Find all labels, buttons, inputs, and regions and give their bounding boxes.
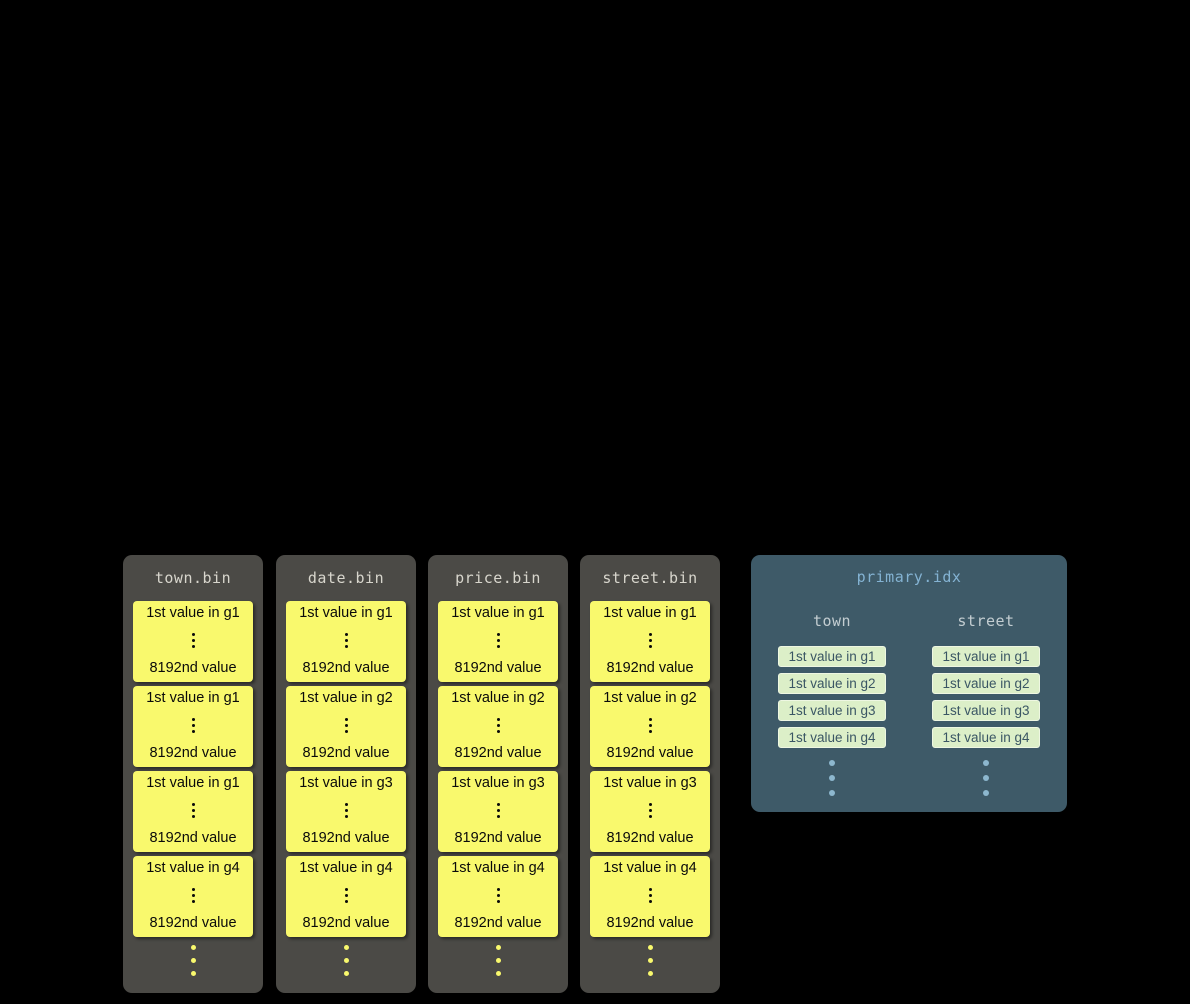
index-entry: 1st value in g2: [778, 673, 886, 694]
granule-block: 1st value in g4 8192nd value: [590, 856, 710, 937]
granule-last-value: 8192nd value: [606, 830, 694, 846]
granule-first-value: 1st value in g1: [603, 605, 697, 621]
granule-first-value: 1st value in g3: [299, 775, 393, 791]
index-entry: 1st value in g2: [932, 673, 1040, 694]
granule-block: 1st value in g1 8192nd value: [590, 601, 710, 682]
granule-last-value: 8192nd value: [606, 745, 694, 761]
granule-first-value: 1st value in g1: [146, 605, 240, 621]
bin-file-town: town.bin 1st value in g1 8192nd value 1s…: [123, 555, 263, 993]
granule-block: 1st value in g1 8192nd value: [133, 686, 253, 767]
primary-index-title: primary.idx: [856, 568, 962, 586]
more-granules-ellipsis-icon: [428, 945, 568, 976]
granule-first-value: 1st value in g1: [299, 605, 393, 621]
vertical-ellipsis-icon: [344, 718, 348, 733]
bin-file-title: date.bin: [307, 569, 385, 587]
vertical-ellipsis-icon: [496, 803, 500, 818]
granule-block: 1st value in g1 8192nd value: [133, 601, 253, 682]
index-entry: 1st value in g1: [778, 646, 886, 667]
granule-block: 1st value in g1 8192nd value: [286, 601, 406, 682]
granule-first-value: 1st value in g4: [299, 860, 393, 876]
vertical-ellipsis-icon: [191, 803, 195, 818]
granule-block: 1st value in g4 8192nd value: [438, 856, 558, 937]
granule-block: 1st value in g1 8192nd value: [133, 771, 253, 852]
vertical-ellipsis-icon: [648, 888, 652, 903]
vertical-ellipsis-icon: [191, 718, 195, 733]
granule-last-value: 8192nd value: [606, 915, 694, 931]
bin-file-title: price.bin: [455, 569, 541, 587]
granule-first-value: 1st value in g1: [146, 775, 240, 791]
bin-file-price: price.bin 1st value in g1 8192nd value 1…: [428, 555, 568, 993]
vertical-ellipsis-icon: [344, 633, 348, 648]
granule-last-value: 8192nd value: [302, 745, 390, 761]
granule-block: 1st value in g2 8192nd value: [438, 686, 558, 767]
granule-last-value: 8192nd value: [302, 660, 390, 676]
vertical-ellipsis-icon: [344, 888, 348, 903]
granule-first-value: 1st value in g4: [451, 860, 545, 876]
index-column-header: town: [812, 612, 852, 630]
bin-file-street: street.bin 1st value in g1 8192nd value …: [580, 555, 720, 993]
granule-first-value: 1st value in g4: [146, 860, 240, 876]
index-entry: 1st value in g3: [778, 700, 886, 721]
index-entry: 1st value in g4: [932, 727, 1040, 748]
vertical-ellipsis-icon: [496, 633, 500, 648]
granule-block: 1st value in g1 8192nd value: [438, 601, 558, 682]
granule-last-value: 8192nd value: [454, 745, 542, 761]
granule-last-value: 8192nd value: [149, 915, 237, 931]
vertical-ellipsis-icon: [648, 633, 652, 648]
bin-file-title: town.bin: [154, 569, 232, 587]
index-column-header: street: [957, 612, 1015, 630]
primary-index-file: primary.idx town 1st value in g1 1st val…: [751, 555, 1067, 812]
index-column-town: town 1st value in g1 1st value in g2 1st…: [777, 612, 887, 796]
granule-first-value: 1st value in g3: [451, 775, 545, 791]
vertical-ellipsis-icon: [496, 718, 500, 733]
index-entry: 1st value in g3: [932, 700, 1040, 721]
granule-last-value: 8192nd value: [149, 745, 237, 761]
index-columns: town 1st value in g1 1st value in g2 1st…: [751, 612, 1067, 796]
granule-last-value: 8192nd value: [302, 915, 390, 931]
more-granules-ellipsis-icon: [123, 945, 263, 976]
granule-last-value: 8192nd value: [149, 660, 237, 676]
vertical-ellipsis-icon: [344, 803, 348, 818]
granule-last-value: 8192nd value: [454, 660, 542, 676]
granule-block: 1st value in g3 8192nd value: [590, 771, 710, 852]
vertical-ellipsis-icon: [648, 803, 652, 818]
granule-last-value: 8192nd value: [606, 660, 694, 676]
granule-last-value: 8192nd value: [454, 830, 542, 846]
bin-file-title: street.bin: [602, 569, 698, 587]
vertical-ellipsis-icon: [191, 888, 195, 903]
granule-last-value: 8192nd value: [302, 830, 390, 846]
granule-block: 1st value in g3 8192nd value: [438, 771, 558, 852]
more-entries-ellipsis-icon: [983, 760, 989, 796]
granule-first-value: 1st value in g2: [299, 690, 393, 706]
index-entry: 1st value in g4: [778, 727, 886, 748]
granule-first-value: 1st value in g3: [603, 775, 697, 791]
granule-block: 1st value in g2 8192nd value: [286, 686, 406, 767]
vertical-ellipsis-icon: [496, 888, 500, 903]
granule-first-value: 1st value in g4: [603, 860, 697, 876]
granule-block: 1st value in g3 8192nd value: [286, 771, 406, 852]
granule-first-value: 1st value in g2: [603, 690, 697, 706]
more-entries-ellipsis-icon: [829, 760, 835, 796]
index-column-street: street 1st value in g1 1st value in g2 1…: [931, 612, 1041, 796]
more-granules-ellipsis-icon: [580, 945, 720, 976]
granule-first-value: 1st value in g2: [451, 690, 545, 706]
vertical-ellipsis-icon: [191, 633, 195, 648]
granule-first-value: 1st value in g1: [146, 690, 240, 706]
granule-first-value: 1st value in g1: [451, 605, 545, 621]
granule-block: 1st value in g4 8192nd value: [286, 856, 406, 937]
granule-last-value: 8192nd value: [149, 830, 237, 846]
granule-block: 1st value in g4 8192nd value: [133, 856, 253, 937]
bin-file-date: date.bin 1st value in g1 8192nd value 1s…: [276, 555, 416, 993]
granule-block: 1st value in g2 8192nd value: [590, 686, 710, 767]
index-entry: 1st value in g1: [932, 646, 1040, 667]
vertical-ellipsis-icon: [648, 718, 652, 733]
granule-last-value: 8192nd value: [454, 915, 542, 931]
more-granules-ellipsis-icon: [276, 945, 416, 976]
